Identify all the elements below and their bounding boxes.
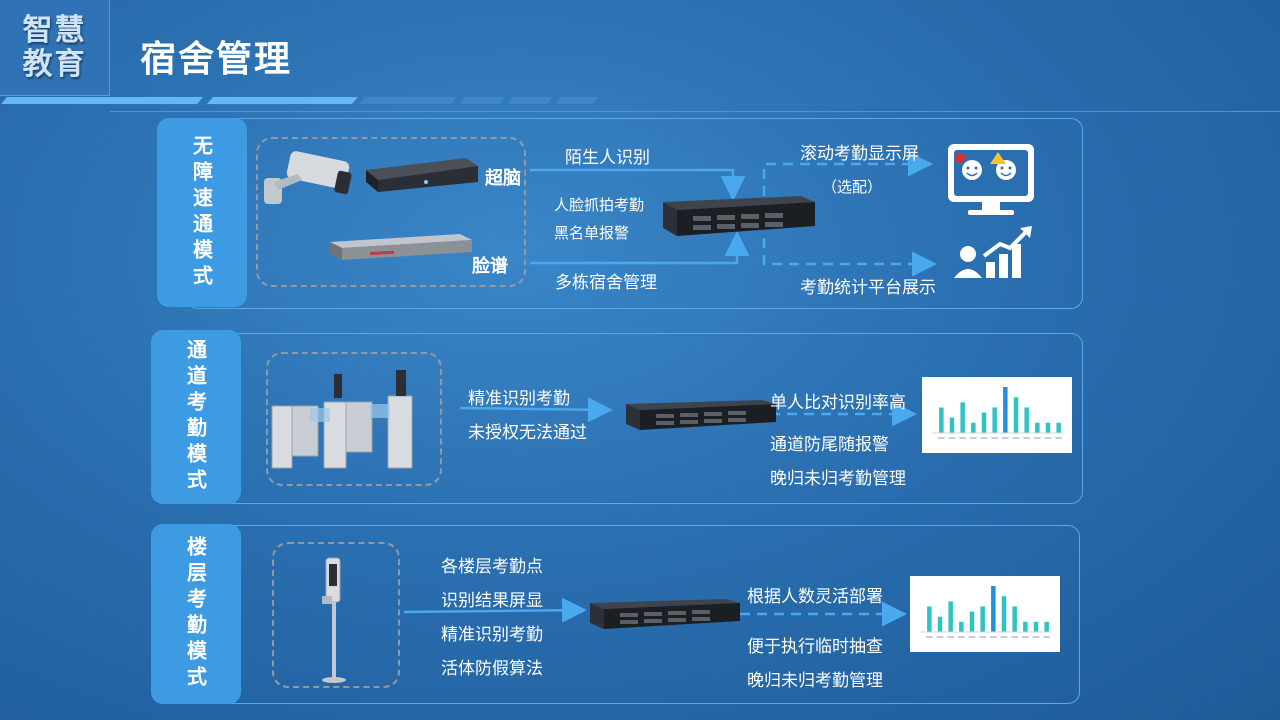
output-optional: （选配） [822,178,883,196]
face-terminal-icon [322,557,346,683]
chart-bar [1023,621,1028,632]
chart-bar [1012,606,1017,632]
device-label-brain: 超脑 [485,168,521,189]
flow-multi-dorm: 多栋宿舍管理 [555,273,657,293]
channel-high-accuracy: 单人比对识别率高 [770,393,906,413]
chart-bar [960,402,965,433]
channel-unauthorized: 未授权无法通过 [468,423,587,443]
chart-tick [1023,437,1030,439]
tab-barrier-free-mode: 无障速通模式 [157,118,247,307]
chart-tick [948,437,956,439]
server-icon [330,234,472,260]
logo-line-2: 教育 [22,46,87,82]
chart-tick [1012,437,1020,439]
chart-tick [958,636,965,638]
chart-tick [970,437,977,439]
server-2u-icon [590,599,740,629]
chart-tick [938,437,945,439]
chart-background [910,576,1060,652]
nvr-icon [366,158,478,192]
page-title: 宿舍管理 [140,39,293,80]
chart-background [922,377,1072,453]
chart-tick [968,636,976,638]
chart-bar [949,417,955,433]
chart-tick [1043,636,1050,638]
chart-tick [991,437,998,439]
header-divider [110,111,1280,112]
floor-late-return: 晚归未归考勤管理 [747,671,883,691]
flow-blacklist-alarm: 黑名单报警 [554,224,630,242]
chart-bar [1003,387,1008,433]
chart-tick [1034,437,1041,439]
chart-tick [926,636,933,638]
attendance-chart-1 [922,377,1072,453]
camera-icon [264,151,352,204]
chart-tick [1011,636,1018,638]
chart-bar [1035,422,1040,433]
chart-tick [1044,437,1052,439]
chart-bar [1044,621,1049,632]
chart-tick [1002,437,1009,439]
device-group-box [256,137,526,287]
chart-bar [1001,596,1007,632]
tab-floor-mode: 楼层考勤模式 [151,524,241,704]
chart-bar [1045,422,1051,433]
chart-tick [1000,636,1008,638]
channel-anti-tailgate: 通道防尾随报警 [770,435,889,455]
chart-bar [1056,422,1061,433]
device-label-face-library: 脸谱 [472,256,508,277]
output-scroll-display: 滚动考勤显示屏 [800,144,919,164]
logo: 智慧 教育 [0,0,110,96]
server-2u-icon [626,400,776,430]
chart-tick [1032,636,1040,638]
flow-face-capture: 人脸抓拍考勤 [554,196,645,214]
chart-tick [980,437,988,439]
turnstile-icon [271,370,413,469]
channel-late-return: 晚归未归考勤管理 [770,469,906,489]
chart-bar [1033,621,1039,632]
chart-bar [927,606,932,632]
floor-precise-attendance: 精准识别考勤 [441,625,543,645]
chart-bar [1013,397,1019,433]
monitor-face-icon [948,144,1034,215]
chart-bar [981,412,987,433]
chart-bar [969,611,975,632]
tab-channel-mode: 通道考勤模式 [151,330,241,504]
chart-tick [936,636,944,638]
chart-tick [990,636,997,638]
flow-stranger-recognition: 陌生人识别 [565,148,650,168]
chart-tick [947,636,954,638]
chart-tick [1022,636,1029,638]
chart-bar [980,606,985,632]
chart-bar [959,621,964,632]
floor-attendance-point: 各楼层考勤点 [441,557,543,577]
chart-bar [948,601,953,632]
chart-tick [1055,437,1062,439]
chart-bar [991,586,996,632]
chart-bar [937,616,943,632]
chart-bar [992,407,997,433]
chart-tick [959,437,966,439]
floor-result-display: 识别结果屏显 [441,591,543,611]
attendance-chart-2 [910,576,1060,652]
terminal-group-box [272,542,400,688]
floor-spot-check: 便于执行临时抽查 [747,637,883,657]
output-stats-platform: 考勤统计平台展示 [800,278,936,298]
channel-precise-attendance: 精准识别考勤 [468,389,570,409]
server-2u-icon [663,196,815,236]
floor-liveness: 活体防假算法 [441,659,543,679]
gate-group-box [266,352,442,486]
chart-bar [971,422,976,433]
logo-line-1: 智慧 [22,12,87,48]
chart-bar [1024,407,1029,433]
stats-user-icon [954,226,1032,278]
floor-flexible-deploy: 根据人数灵活部署 [747,587,883,607]
chart-tick [979,636,986,638]
chart-bar [939,407,944,433]
